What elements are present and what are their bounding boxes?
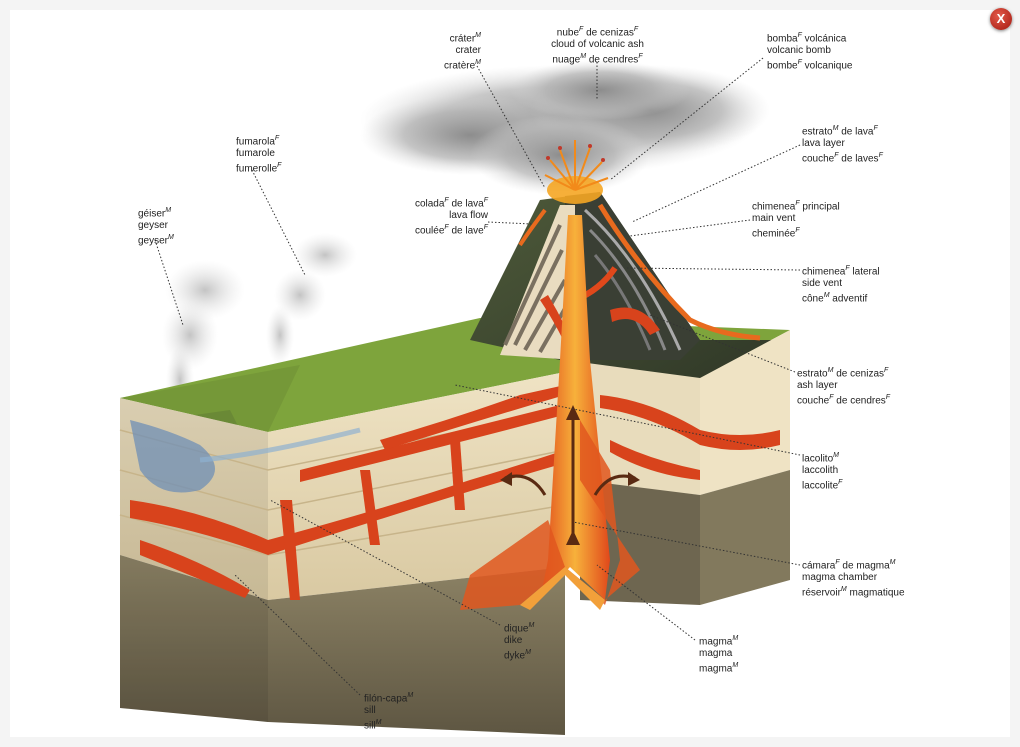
label-laccolith: lacolitoM laccolith laccoliteF <box>802 452 843 492</box>
label-ash-cloud: nubeF de cenizasF cloud of volcanic ash … <box>551 26 644 66</box>
groundwater <box>130 420 215 493</box>
volcano-cone <box>470 192 790 380</box>
geyser-steam <box>162 260 245 415</box>
label-lava-layer: estratoM de lavaF lava layer coucheF de … <box>802 125 883 165</box>
leader-lines <box>154 57 801 696</box>
label-dike: diqueM dike dykeM <box>504 622 535 662</box>
label-main-vent: chimeneaF principal main vent cheminéeF <box>752 200 840 240</box>
label-magma: magmaM magma magmaM <box>699 635 739 675</box>
label-magma-chamber: cámaraF de magmaM magma chamber réservoi… <box>802 559 905 599</box>
magma-conduit <box>540 215 610 600</box>
fumarole-smoke <box>266 233 357 365</box>
crust-front-left <box>120 372 565 600</box>
label-side-vent: chimeneaF lateral side vent côneM advent… <box>802 265 880 305</box>
label-sill: filón-capaM sill sillM <box>364 692 414 732</box>
label-lava-flow: coladaF de lavaF lava flow couléeF de la… <box>414 197 488 237</box>
label-crater: cráterM crater cratèreM <box>444 32 481 72</box>
label-ash-layer: estratoM de cenizasF ash layer coucheF d… <box>797 367 891 407</box>
magma-chamber <box>460 420 640 610</box>
label-geyser: géiserM geyser geyserM <box>138 207 174 247</box>
magma-intrusions <box>130 295 780 600</box>
label-volcanic-bomb: bombaF volcánica volcanic bomb bombeF vo… <box>767 32 853 72</box>
eruption-fountain <box>544 140 609 204</box>
ash-cloud <box>360 60 770 195</box>
close-button[interactable]: X <box>990 8 1012 30</box>
label-fumarole: fumarolaF fumarole fumerolleF <box>236 135 282 175</box>
